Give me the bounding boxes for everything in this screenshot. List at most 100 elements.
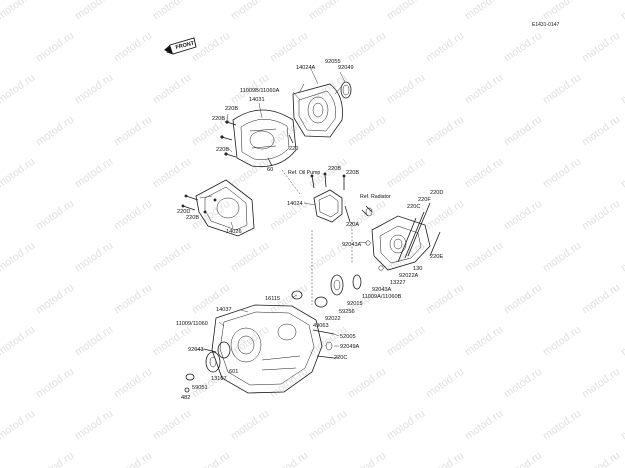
ref-oil-pump: Ref. Oil Pump (288, 170, 320, 176)
label-130: 130 (413, 266, 422, 272)
watermark-text: motod.ru (0, 0, 37, 22)
watermark-text: motod.ru (502, 282, 544, 317)
watermark-text: motod.ru (385, 156, 427, 191)
watermark-text: motod.ru (424, 282, 466, 317)
watermark-text: motod.ru (580, 282, 622, 317)
watermark-text: motod.ru (0, 240, 37, 275)
ref-radiator: Ref. Radiator (360, 194, 391, 200)
label-220C-1: 220C (407, 204, 420, 210)
watermark-text: motod.ru (385, 408, 427, 443)
label-220D-2: 220D (430, 190, 443, 196)
watermark-text: motod.ru (307, 0, 349, 22)
label-49063: 49063 (313, 323, 329, 329)
watermark-text: motod.ru (580, 30, 622, 65)
crankcase-cover-assembly (184, 290, 335, 394)
label-92015: 92015 (347, 301, 363, 307)
label-220B-5: 220B (346, 170, 359, 176)
generator-cover-assembly (220, 81, 352, 168)
watermark-text: motod.ru (112, 198, 154, 233)
reference-lines (281, 169, 353, 305)
label-11009-11060: 11009/11060 (176, 321, 208, 327)
watermark-text: motod.ru (73, 324, 115, 359)
watermark-text: motod.ru (112, 114, 154, 149)
watermark-text: motod.ru (34, 198, 76, 233)
label-11009B-11060A: 11009B/11060A (240, 88, 280, 94)
label-92022A: 92022A (399, 273, 419, 279)
watermark-text: motod.ru (73, 0, 115, 22)
label-92049: 92049 (338, 65, 354, 71)
watermark-text: motod.ru (151, 156, 193, 191)
label-482: 482 (181, 395, 190, 401)
watermark-text: motod.ru (34, 282, 76, 317)
watermark-text: motod.ru (424, 114, 466, 149)
watermark-text: motod.ru (346, 114, 388, 149)
watermark-text: motod.ru (502, 366, 544, 401)
watermark-text: motod.ru (580, 450, 622, 468)
pulser-cover-assembly (181, 179, 255, 237)
watermark-text: motod.ru (0, 72, 37, 107)
label-59051: 59051 (192, 385, 208, 391)
label-14024A: 14024A (296, 65, 316, 71)
watermark-text: motod.ru (229, 324, 271, 359)
diagram-code: E1431-0147 (532, 22, 559, 28)
watermark-text: motod.ru (151, 240, 193, 275)
watermark-text: motod.ru (112, 282, 154, 317)
watermark-text: motod.ru (229, 0, 271, 22)
label-59256: 59256 (339, 309, 355, 315)
leader-lines (194, 68, 368, 359)
watermark-text: motod.ru (112, 450, 154, 468)
label-14031: 14031 (249, 97, 265, 103)
label-92055: 92055 (325, 59, 341, 65)
label-92043A-1: 92043A (342, 242, 362, 248)
watermark-text: motod.ru (580, 198, 622, 233)
watermark-text: motod.ru (190, 366, 232, 401)
watermark-text: motod.ru (268, 30, 310, 65)
label-220E: 220E (430, 254, 443, 260)
watermark-text: motod.ru (502, 450, 544, 468)
label-220B-1: 220B (225, 106, 238, 112)
watermark-text: motod.ru (346, 30, 388, 65)
watermark-text: motod.ru (151, 72, 193, 107)
watermark-text: motod.ru (502, 30, 544, 65)
watermark-text: motod.ru (463, 72, 505, 107)
label-220C-2: 220C (334, 355, 347, 361)
watermark-text: motod.ru (151, 324, 193, 359)
label-601: 601 (229, 369, 238, 375)
label-92022: 92022 (325, 316, 341, 322)
watermark-text: motod.ru (463, 156, 505, 191)
label-13107: 13107 (211, 376, 227, 382)
watermark-text: motod.ru (112, 30, 154, 65)
watermark-text: motod.ru (463, 324, 505, 359)
watermark-text: motod.ru (34, 366, 76, 401)
watermark-text: motod.ru (502, 114, 544, 149)
front-label: FRONT (175, 40, 195, 51)
callout-labels: 92055 14024A 92049 11009B/11060A 14031 2… (176, 59, 443, 401)
label-220: 220 (289, 146, 298, 152)
label-52005: 52005 (340, 334, 356, 340)
label-14026: 14026 (226, 229, 242, 235)
watermark-text: motod.ru (424, 450, 466, 468)
front-arrow-icon: FRONT (164, 37, 197, 55)
watermark-text: motod.ru (73, 408, 115, 443)
label-220B-2: 220B (212, 116, 225, 122)
watermark-text: motod.ru (0, 408, 37, 443)
watermark-text: motod.ru (268, 114, 310, 149)
label-92043A-2: 92043A (372, 287, 392, 293)
watermark-text: motod.ru (541, 324, 583, 359)
watermark-text: motod.ru (73, 240, 115, 275)
watermark-text: motod.ru (463, 0, 505, 22)
watermark-text: motod.ru (541, 156, 583, 191)
label-11009A-11060B: 11009A/11060B (362, 294, 402, 300)
watermark-text: motod.ru (34, 30, 76, 65)
label-220F: 220F (418, 197, 431, 203)
watermark-text: motod.ru (34, 114, 76, 149)
watermark-text: motod.ru (541, 72, 583, 107)
watermark-text: motod.ru (346, 450, 388, 468)
label-92049A: 92049A (340, 344, 360, 350)
label-13227: 13227 (390, 280, 406, 286)
label-220B-3: 220B (216, 147, 229, 153)
watermark-text: motod.ru (346, 366, 388, 401)
watermark-text: motod.ru (385, 0, 427, 22)
watermark-text: motod.ru (229, 408, 271, 443)
watermark-text: motod.ru (619, 240, 625, 275)
